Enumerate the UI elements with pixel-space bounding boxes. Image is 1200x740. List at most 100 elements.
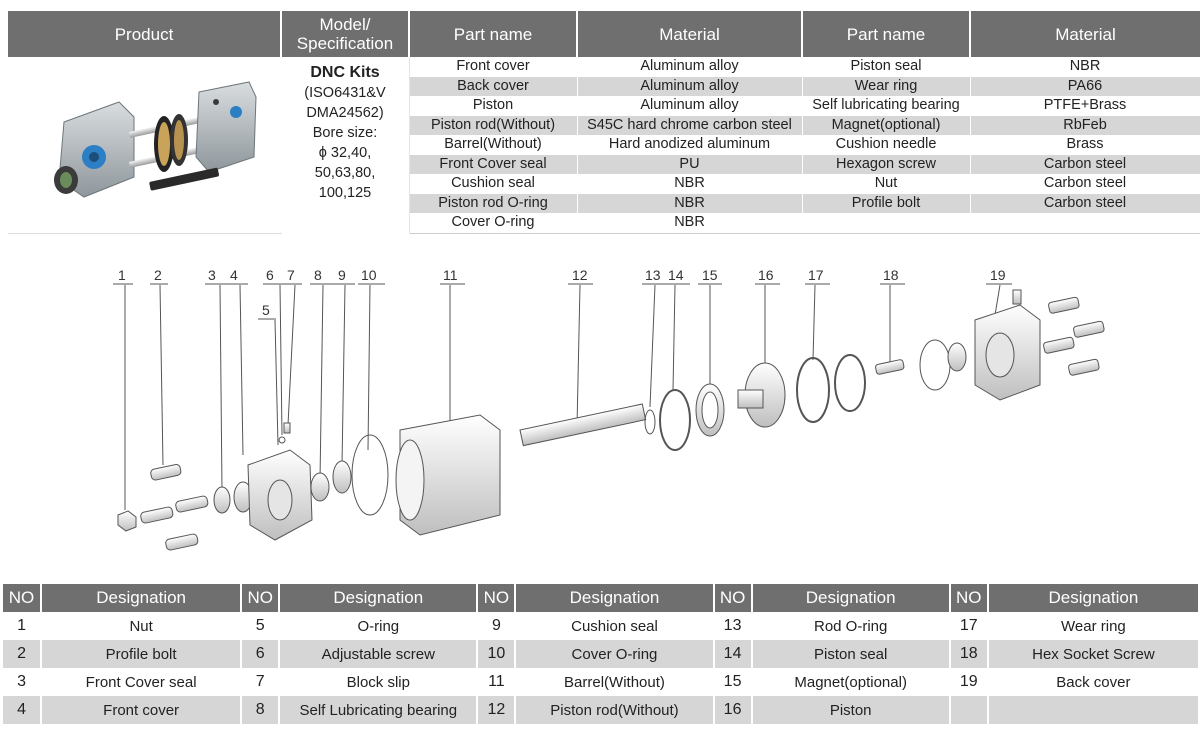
part-name-cell: Cushion needle — [802, 135, 971, 155]
spec-row: Back cover Aluminum alloy Wear ring PA66 — [8, 76, 1200, 96]
part-name-cell: Piston — [409, 96, 578, 116]
callout-number: 13 — [645, 267, 661, 283]
material-cell: RbFeb — [970, 115, 1200, 135]
designation-cell: O-ring — [279, 612, 479, 640]
no-cell: 12 — [477, 696, 517, 724]
designation-cell: Adjustable screw — [279, 640, 479, 668]
material-cell: PTFE+Brass — [970, 96, 1200, 116]
model-line: 50,63,80, — [314, 165, 376, 181]
designation-row: 1 Nut 5 O-ring 9 Cushion seal 13 Rod O-r… — [3, 612, 1200, 640]
designation-cell: Self Lubricating bearing — [279, 696, 479, 724]
designation-cell: Front Cover seal — [41, 668, 243, 696]
designation-cell: Rod O-ring — [751, 612, 951, 640]
designation-cell: Profile bolt — [41, 640, 243, 668]
part-name-cell: Self lubricating bearing — [802, 96, 971, 116]
part-name-cell: Cover O-ring — [409, 213, 578, 234]
spec-row: Piston Aluminum alloy Self lubricating b… — [8, 96, 1200, 116]
material-cell — [970, 213, 1200, 234]
spec-row: Piston rod(Without) S45C hard chrome car… — [8, 115, 1200, 135]
spec-row: Cushion seal NBR Nut Carbon steel — [8, 174, 1200, 194]
part-name-cell: Piston rod(Without) — [409, 115, 578, 135]
part-name-cell: Back cover — [409, 76, 578, 96]
exploded-diagram: 1 2 3 4 5 6 7 8 9 10 11 12 13 14 15 16 1… — [113, 267, 1105, 551]
header-model-text: Model/ Specification — [296, 15, 394, 53]
spec-row: DNC Kits (ISO6431&V DMA24562) Bore size:… — [8, 57, 1200, 234]
callout-number: 14 — [668, 267, 684, 283]
callout-number: 12 — [572, 267, 588, 283]
model-specification: DNC Kits (ISO6431&V DMA24562) Bore size:… — [280, 57, 410, 233]
callout-number: 6 — [266, 267, 274, 283]
designation-row: 2 Profile bolt 6 Adjustable screw 10 Cov… — [3, 640, 1200, 668]
designation-cell: Magnet(optional) — [751, 668, 951, 696]
no-cell: 1 — [3, 612, 43, 640]
header-no: NO — [477, 584, 517, 612]
callout-number: 17 — [808, 267, 824, 283]
material-cell: Carbon steel — [970, 193, 1200, 213]
designation-row: 3 Front Cover seal 7 Block slip 11 Barre… — [3, 668, 1200, 696]
header-part-name-1: Part name — [409, 11, 578, 57]
designation-header-row: NO Designation NO Designation NO Designa… — [3, 584, 1200, 612]
part-name-cell: Hexagon screw — [802, 154, 971, 174]
material-cell: PA66 — [970, 76, 1200, 96]
material-cell: Brass — [970, 135, 1200, 155]
header-no: NO — [713, 584, 753, 612]
callout-number: 5 — [262, 302, 270, 318]
callout-number: 2 — [154, 267, 162, 283]
no-cell: 6 — [241, 640, 281, 668]
callout-number: 9 — [338, 267, 346, 283]
material-cell: PU — [577, 154, 803, 174]
header-no: NO — [241, 584, 281, 612]
header-designation: Designation — [515, 584, 715, 612]
callout-number: 11 — [443, 267, 458, 283]
no-cell: 14 — [713, 640, 753, 668]
material-cell: NBR — [577, 213, 803, 234]
callout-number: 19 — [990, 267, 1006, 283]
designation-cell: Block slip — [279, 668, 479, 696]
material-cell: NBR — [577, 174, 803, 194]
material-cell: NBR — [577, 193, 803, 213]
callout-number: 3 — [208, 267, 216, 283]
model-line: ϕ 32,40, — [318, 145, 372, 161]
material-cell: Carbon steel — [970, 174, 1200, 194]
no-cell — [949, 696, 989, 724]
designation-row: 4 Front cover 8 Self Lubricating bearing… — [3, 696, 1200, 724]
no-cell: 2 — [3, 640, 43, 668]
no-cell: 7 — [241, 668, 281, 696]
designation-cell: Piston rod(Without) — [515, 696, 715, 724]
designation-cell: Front cover — [41, 696, 243, 724]
designation-cell: Piston — [751, 696, 951, 724]
callout-number: 16 — [758, 267, 774, 283]
spec-table: Product Model/ Specification Part name M… — [8, 11, 1200, 234]
no-cell: 13 — [713, 612, 753, 640]
part-name-cell: Nut — [802, 174, 971, 194]
callout-number: 10 — [361, 267, 377, 283]
no-cell: 10 — [477, 640, 517, 668]
header-designation: Designation — [751, 584, 951, 612]
part-name-cell: Profile bolt — [802, 193, 971, 213]
part-name-cell: Piston rod O-ring — [409, 193, 578, 213]
material-cell: Aluminum alloy — [577, 96, 803, 116]
designation-cell — [987, 696, 1200, 724]
header-designation: Designation — [41, 584, 243, 612]
material-cell: Aluminum alloy — [577, 76, 803, 96]
model-title: DNC Kits — [310, 64, 380, 81]
header-product: Product — [8, 11, 282, 57]
designation-cell: Back cover — [987, 668, 1200, 696]
no-cell: 15 — [713, 668, 753, 696]
callout-number: 1 — [118, 267, 126, 283]
material-cell: S45C hard chrome carbon steel — [577, 115, 803, 135]
material-cell: Hard anodized aluminum — [577, 135, 803, 155]
header-designation: Designation — [987, 584, 1200, 612]
model-line: DMA24562) — [306, 105, 384, 121]
cylinder-kit-image — [54, 81, 257, 198]
part-name-cell: Front cover — [409, 57, 578, 77]
spec-row: Cover O-ring NBR — [8, 213, 1200, 234]
no-cell: 18 — [949, 640, 989, 668]
no-cell: 9 — [477, 612, 517, 640]
material-cell: NBR — [970, 57, 1200, 77]
header-material-2: Material — [970, 11, 1200, 57]
spec-header-row: Product Model/ Specification Part name M… — [8, 11, 1200, 57]
header-part-name-2: Part name — [802, 11, 971, 57]
no-cell: 19 — [949, 668, 989, 696]
part-name-cell: Cushion seal — [409, 174, 578, 194]
